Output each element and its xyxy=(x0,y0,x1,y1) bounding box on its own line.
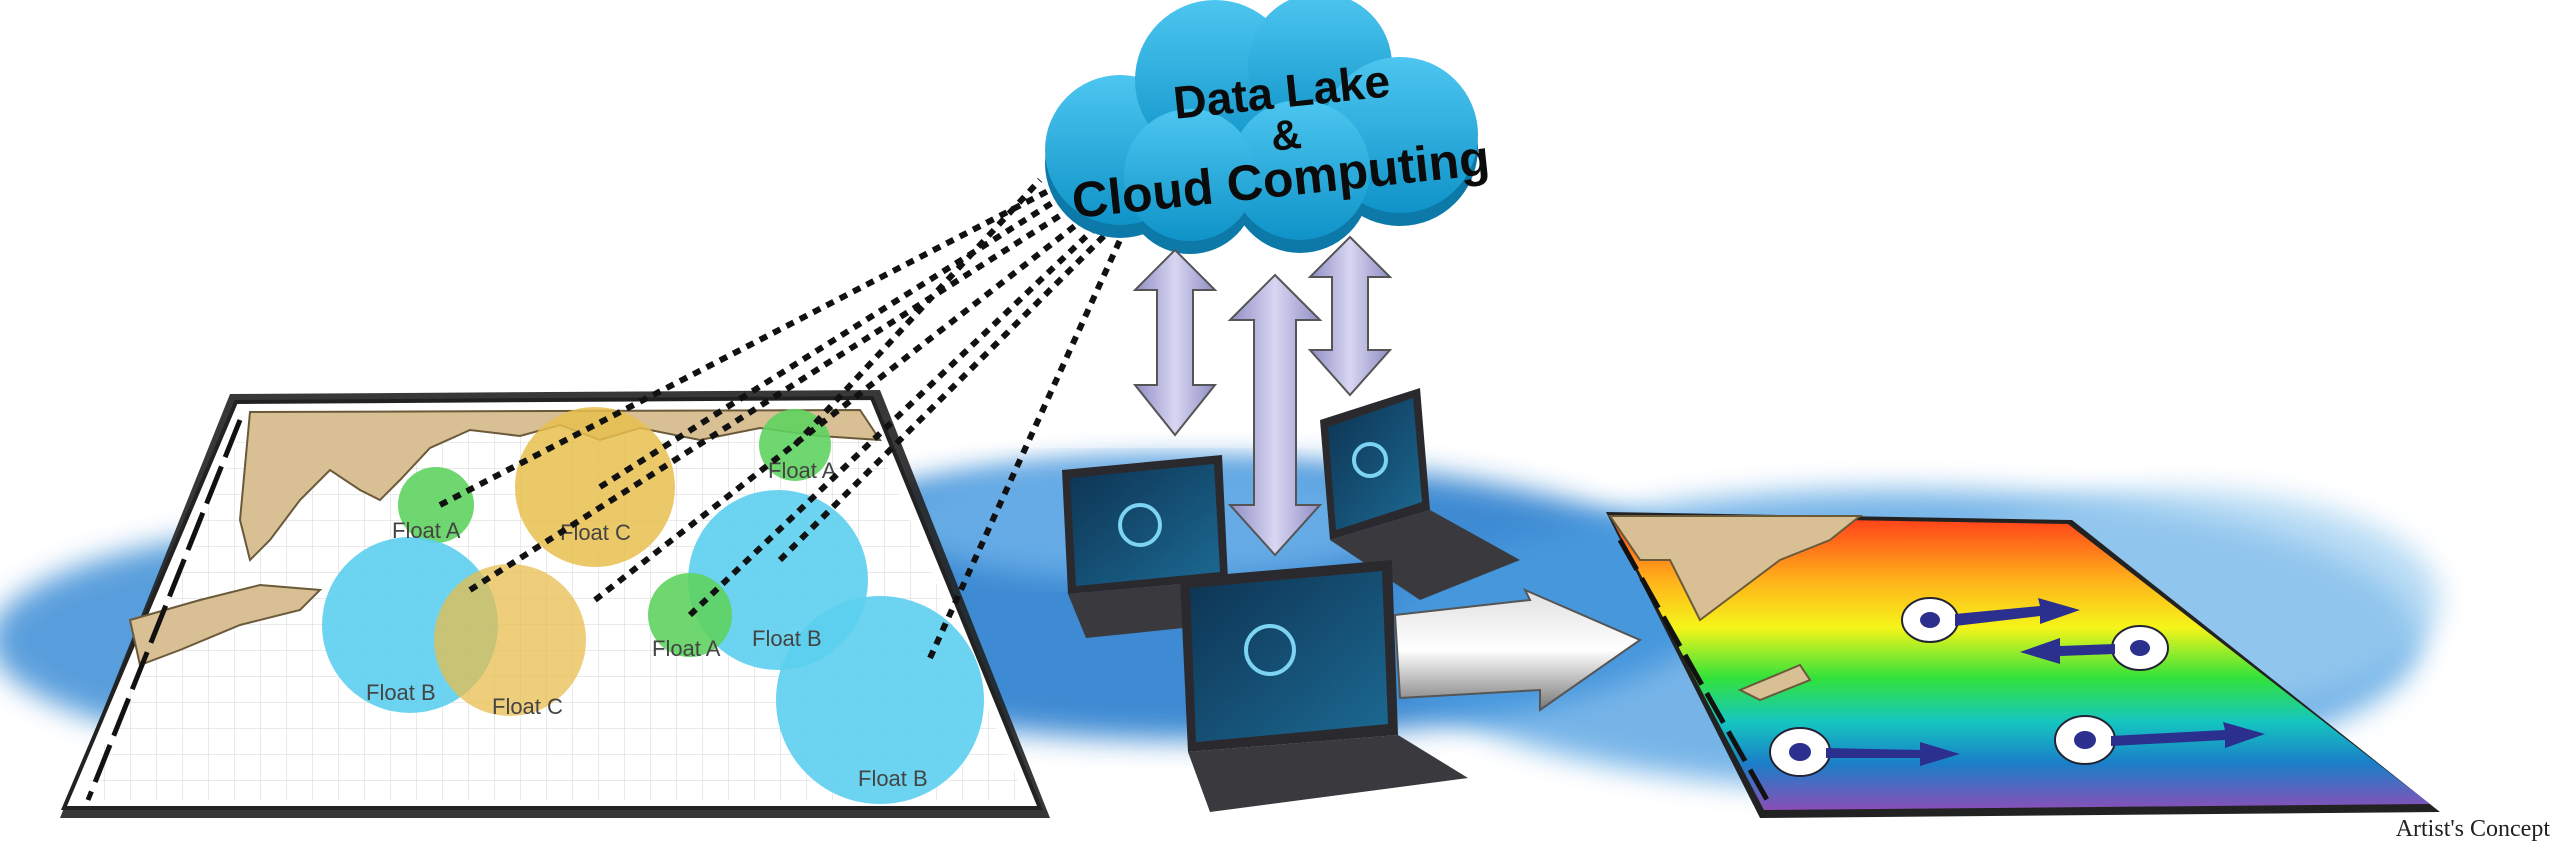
float-label: Float A xyxy=(392,518,461,543)
forward-arrow-icon xyxy=(1393,587,1643,712)
float-label: Float B xyxy=(366,680,436,705)
float-map: Float A Float C Float A Float B Float C … xyxy=(60,390,1050,818)
current-vector-icon xyxy=(1769,597,2265,777)
float-label: Float B xyxy=(858,766,928,791)
float-c-top-circle xyxy=(515,407,675,567)
float-a-top-circle xyxy=(398,467,474,543)
caption: Artist's Concept xyxy=(2396,816,2551,842)
data-link-lines xyxy=(438,177,1123,660)
laptop-icon xyxy=(1062,388,1520,812)
float-label: Float C xyxy=(492,694,563,719)
float-label: Float A xyxy=(652,636,721,661)
float-label: Float A xyxy=(768,458,837,483)
float-c-mid-circle xyxy=(434,564,586,716)
float-label: Float B xyxy=(752,626,822,651)
bidirectional-arrow-icon xyxy=(1132,235,1393,557)
float-b-bottom-circle xyxy=(776,596,984,804)
cloud-title-line2: & xyxy=(1269,110,1304,160)
cloud-icon: Data Lake & Cloud Computing xyxy=(1045,0,1492,254)
